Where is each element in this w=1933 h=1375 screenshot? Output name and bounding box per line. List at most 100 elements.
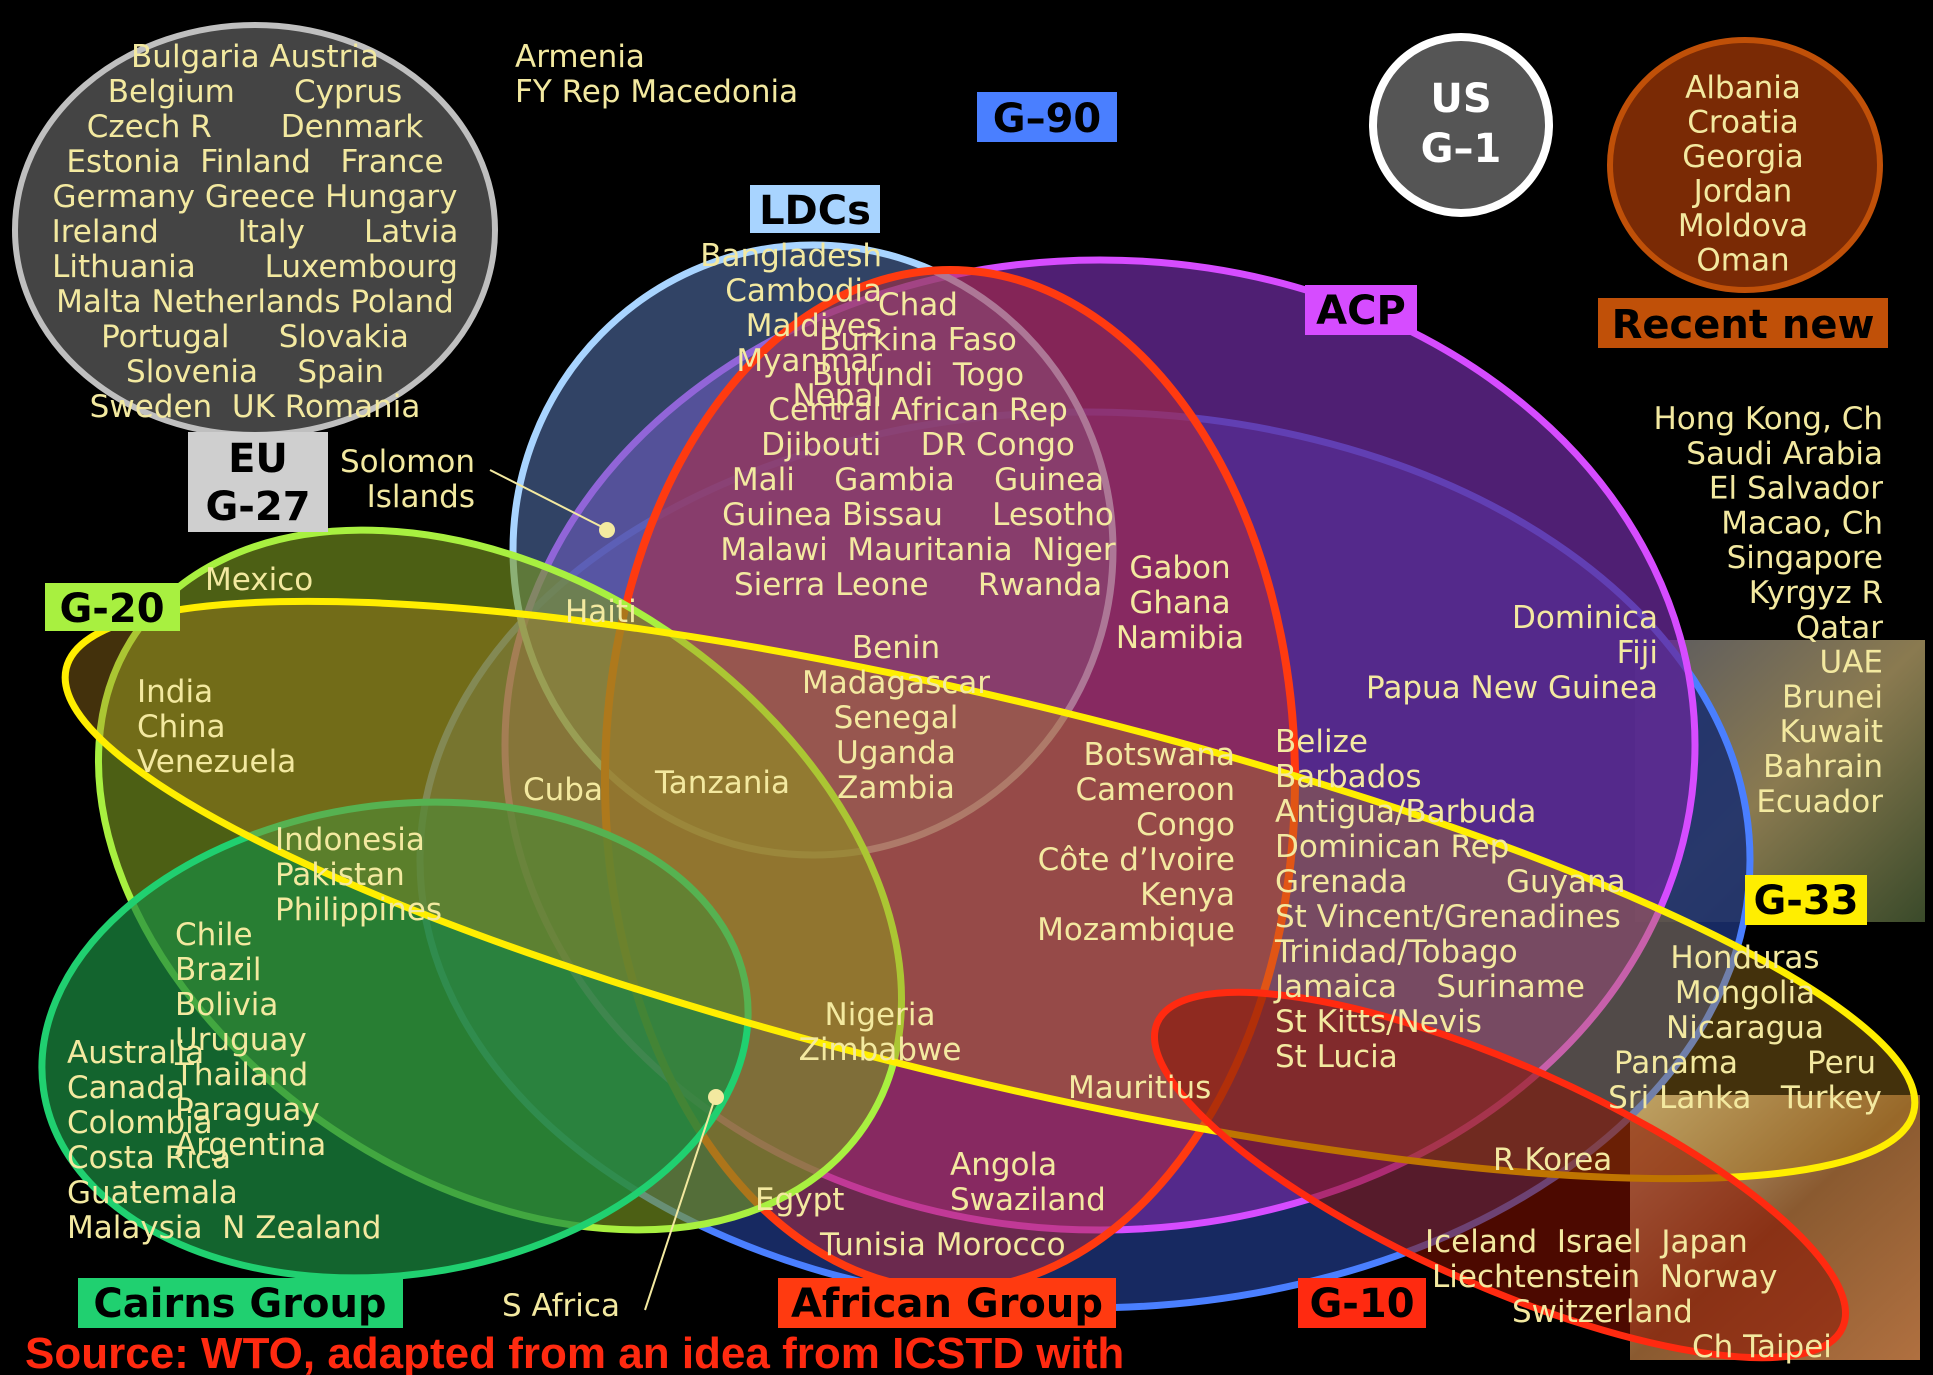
country-line: China (137, 709, 226, 745)
country-line: Djibouti DR Congo (761, 427, 1075, 463)
cairns-ellipse (38, 798, 752, 1282)
country-line: Uruguay (175, 1022, 307, 1058)
recent-new-label-box (1598, 298, 1888, 348)
source-note: Source: WTO, adapted from an idea from I… (25, 1329, 1124, 1375)
country-line: Islands (367, 479, 475, 515)
country-line: Pakistan (275, 857, 405, 893)
country-line: Indonesia (275, 822, 425, 858)
country-line: Angola (950, 1147, 1057, 1183)
country-line: Thailand (174, 1057, 308, 1093)
country-line: FY Rep Macedonia (515, 74, 798, 110)
country-line: Dominica (1512, 600, 1658, 636)
country-line: Botswana (1083, 737, 1235, 773)
country-line: Cambodia (725, 273, 882, 309)
rkorea-label: R Korea (1493, 1142, 1612, 1178)
country-line: Saudi Arabia (1686, 436, 1883, 472)
country-line: Côte d’Ivoire (1038, 842, 1235, 878)
label-line: G-27 (205, 484, 310, 530)
country-line: Ghana (1129, 585, 1230, 621)
eu-label-box (188, 432, 328, 532)
country-line: UAE (1820, 645, 1883, 681)
country-line: Sweden UK Romania (90, 389, 421, 425)
country-line: Dominican Rep (1275, 829, 1509, 865)
country-line: Ireland Italy Latvia (52, 214, 459, 250)
country-line: Brazil (175, 952, 262, 988)
country-line: Malta Netherlands Poland (56, 284, 454, 320)
acp-label: ACP (1316, 288, 1406, 334)
country-line: Zimbabwe (799, 1032, 962, 1068)
us-circle (1369, 33, 1553, 217)
country-line: Gabon (1129, 550, 1230, 586)
country-line: Costa Rica (67, 1140, 231, 1176)
country-line: Nigeria (825, 997, 936, 1033)
country-line: Jordan (1692, 174, 1793, 210)
country-line: Kyrgyz R (1749, 575, 1883, 611)
country-line: Malawi Mauritania Niger (720, 532, 1115, 568)
country-line: Australia (67, 1035, 204, 1071)
country-line: Madagascar (802, 665, 990, 701)
country-line: Estonia Finland France (66, 144, 443, 180)
country-line: Czech R Denmark (87, 109, 424, 145)
country-line: Qatar (1796, 610, 1884, 646)
cairns-label-box (78, 1278, 403, 1328)
country-line: Bangladesh (700, 238, 882, 274)
country-line: Trinidad/Tobago (1274, 934, 1518, 970)
country-line: Bolivia (175, 987, 278, 1023)
country-line: Honduras (1670, 940, 1819, 976)
tanzania-label: Tanzania (654, 765, 790, 801)
country-line: Albania (1685, 70, 1801, 106)
country-line: Slovenia Spain (126, 354, 384, 390)
country-line: Sri Lanka Turkey (1608, 1080, 1882, 1116)
country-line: Mali Gambia Guinea (732, 462, 1104, 498)
g20-label-box (45, 583, 180, 631)
country-line: Malaysia N Zealand (67, 1210, 381, 1246)
country-line: Guinea Bissau Lesotho (722, 497, 1114, 533)
safrica-label: S Africa (502, 1288, 620, 1324)
country-line: Panama Peru (1614, 1045, 1876, 1081)
country-line: St Vincent/Grenadines (1275, 899, 1621, 935)
recent-new-circle (1607, 37, 1883, 293)
country-line: Portugal Slovakia (101, 319, 409, 355)
country-line: Mozambique (1037, 912, 1235, 948)
country-line: Macao, Ch (1721, 505, 1883, 541)
country-line: Senegal (834, 700, 959, 736)
country-line: El Salvador (1709, 471, 1883, 507)
country-line: Armenia (515, 39, 645, 75)
country-line: Croatia (1687, 105, 1798, 141)
label-line: G–1 (1421, 126, 1502, 172)
country-line: Germany Greece Hungary (53, 179, 458, 215)
country-line: Zambia (837, 770, 955, 806)
country-line: Bahrain (1763, 749, 1883, 785)
country-line: Grenada Guyana (1275, 864, 1626, 900)
country-line: Iceland Israel Japan (1425, 1224, 1748, 1260)
country-line: Brunei (1782, 679, 1883, 715)
country-line: Burkina Faso (819, 322, 1017, 358)
country-line: Ch Taipei (1692, 1329, 1832, 1365)
country-line: Kenya (1140, 877, 1235, 913)
country-line: Guatemala (67, 1175, 238, 1211)
country-line: Canada (67, 1070, 185, 1106)
country-line: Myanmar (736, 343, 882, 379)
g33-label-box (1745, 875, 1867, 925)
safrica-dot (708, 1089, 724, 1105)
ldcs-label-box (750, 185, 880, 233)
country-line: St Lucia (1275, 1039, 1398, 1075)
country-line: Benin (852, 630, 940, 666)
g90-label: G–90 (993, 96, 1102, 142)
country-line: Nicaragua (1666, 1010, 1824, 1046)
g10-label-box (1298, 1278, 1426, 1328)
country-line: Chile (175, 917, 253, 953)
country-line: Belize (1275, 724, 1368, 760)
country-line: Antigua/Barbuda (1275, 794, 1536, 830)
